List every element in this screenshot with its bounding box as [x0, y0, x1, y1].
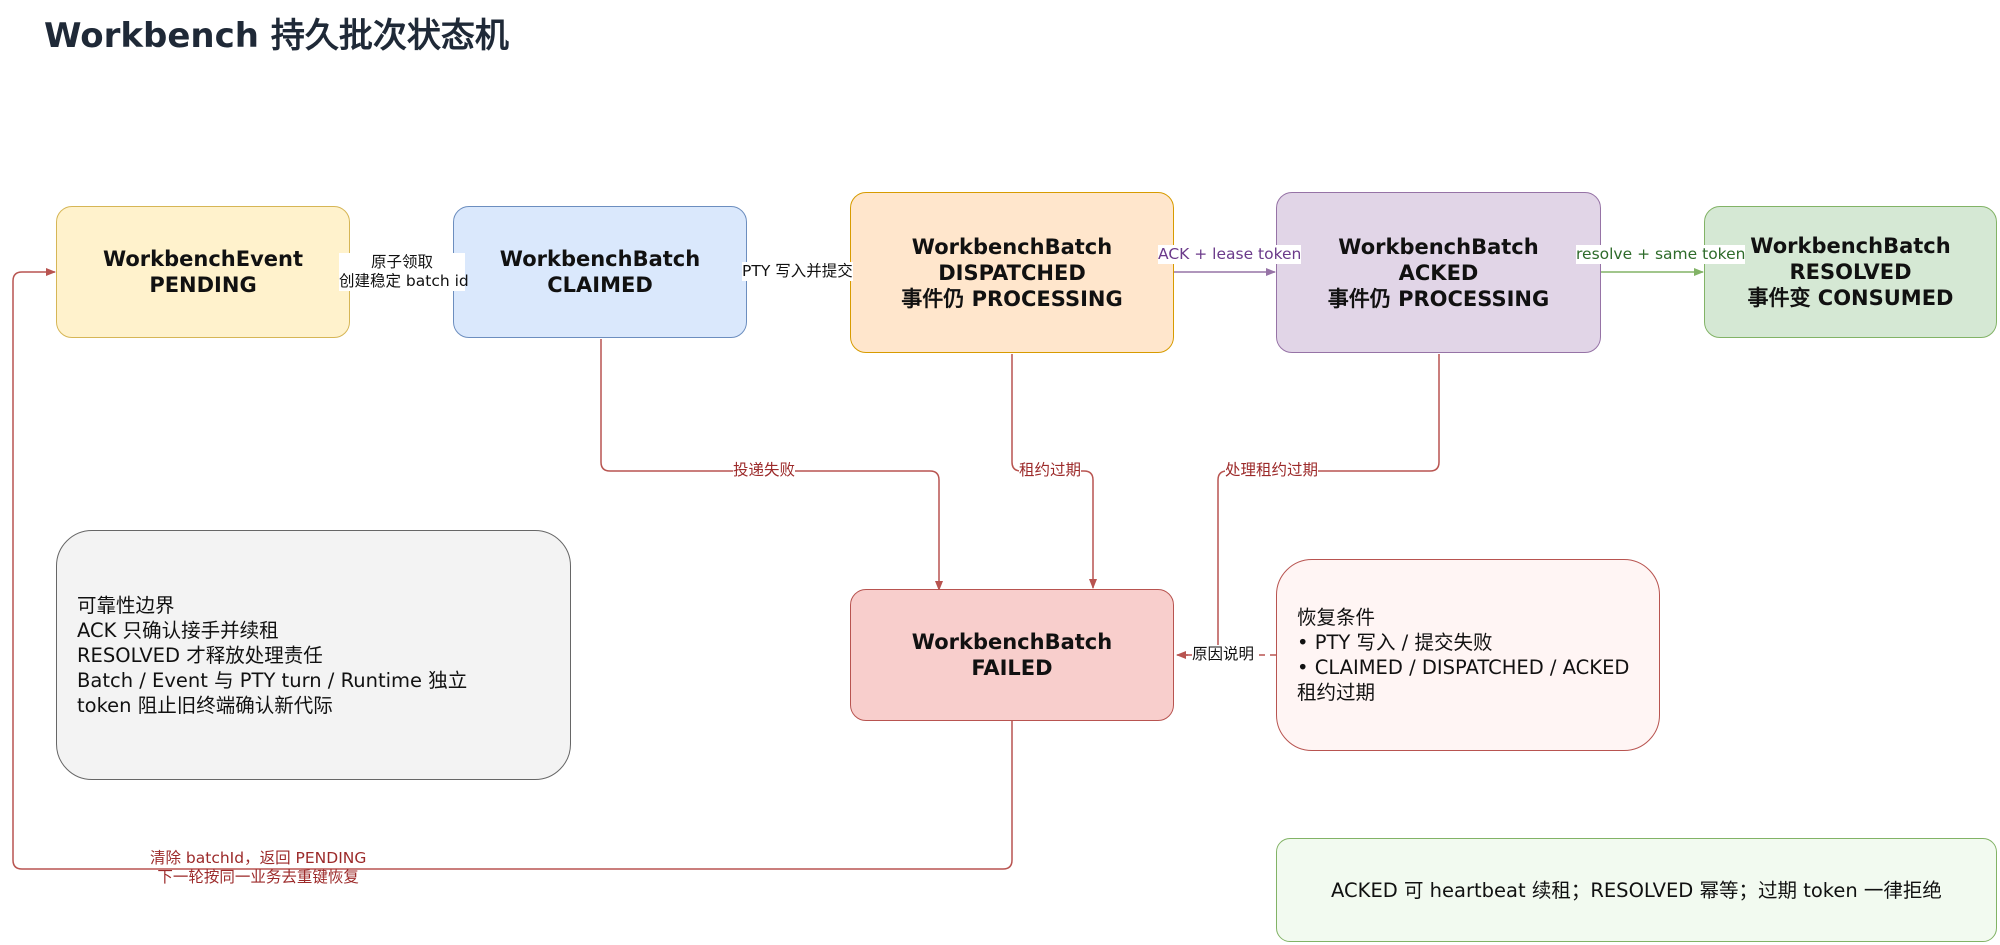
edge-label-ack: ACK + lease token — [1158, 245, 1302, 264]
node-line: DISPATCHED — [938, 260, 1086, 285]
node-line: WorkbenchBatch — [499, 247, 701, 271]
node-line: WorkbenchBatch — [911, 234, 1113, 259]
note-line: RESOLVED 才释放处理责任 — [77, 643, 323, 667]
node-line: ACKED — [1398, 260, 1479, 285]
node-line: WorkbenchBatch — [1750, 234, 1951, 258]
node-batch-resolved: WorkbenchBatch RESOLVED 事件变 CONSUMED — [1704, 206, 1997, 338]
note-line: 恢复条件 — [1297, 606, 1376, 629]
node-line: PENDING — [149, 273, 257, 297]
note-line: ACK 只确认接手并续租 — [77, 618, 279, 642]
note-reliability: 可靠性边界 ACK 只确认接手并续租 RESOLVED 才释放处理责任 Batc… — [56, 530, 571, 780]
note-line: token 阻止旧终端确认新代际 — [77, 693, 333, 717]
node-event-pending: WorkbenchEvent PENDING — [56, 206, 350, 338]
node-line: 事件仍 PROCESSING — [901, 286, 1123, 311]
edge-label-processing-lease-expired: 处理租约过期 — [1225, 461, 1319, 480]
edge-reset — [12, 268, 1013, 870]
note-summary: ACKED 可 heartbeat 续租；RESOLVED 幂等；过期 toke… — [1276, 838, 1997, 942]
edge-label-lease-expired: 租约过期 — [1019, 461, 1082, 480]
edge-label-resolve: resolve + same token — [1576, 245, 1746, 264]
node-batch-claimed: WorkbenchBatch CLAIMED — [453, 206, 747, 338]
edge-label-claim: 原子领取 创建稳定 batch id — [339, 253, 469, 291]
note-line: 租约过期 — [1297, 681, 1376, 704]
node-line: WorkbenchBatch — [1338, 234, 1539, 259]
note-line: • PTY 写入 / 提交失败 — [1297, 631, 1493, 654]
node-line: 事件仍 PROCESSING — [1327, 286, 1550, 311]
node-line: RESOLVED — [1789, 260, 1912, 284]
node-line: 事件变 CONSUMED — [1747, 286, 1954, 310]
edge-label-reason: 原因说明 — [1192, 645, 1255, 664]
node-line: WorkbenchBatch — [911, 630, 1113, 654]
node-batch-failed: WorkbenchBatch FAILED — [850, 589, 1174, 721]
edge-label-delivery-failed: 投递失败 — [733, 461, 796, 480]
note-line: ACKED 可 heartbeat 续租；RESOLVED 幂等；过期 toke… — [1331, 878, 1942, 902]
node-line: FAILED — [971, 656, 1053, 680]
node-batch-acked: WorkbenchBatch ACKED 事件仍 PROCESSING — [1276, 192, 1601, 353]
note-line: Batch / Event 与 PTY turn / Runtime 独立 — [77, 668, 468, 692]
note-line: 可靠性边界 — [77, 593, 175, 617]
node-batch-dispatched: WorkbenchBatch DISPATCHED 事件仍 PROCESSING — [850, 192, 1174, 353]
edge-label-pty-write: PTY 写入并提交 — [742, 262, 853, 281]
note-line: • CLAIMED / DISPATCHED / ACKED — [1297, 656, 1630, 679]
node-line: WorkbenchEvent — [102, 247, 304, 271]
node-line: CLAIMED — [547, 273, 653, 297]
page-title: Workbench 持久批次状态机 — [44, 16, 509, 56]
note-recovery: 恢复条件 • PTY 写入 / 提交失败 • CLAIMED / DISPATC… — [1276, 559, 1660, 751]
edge-label-reset: 清除 batchId，返回 PENDING 下一轮按同一业务去重键恢复 — [150, 849, 367, 886]
